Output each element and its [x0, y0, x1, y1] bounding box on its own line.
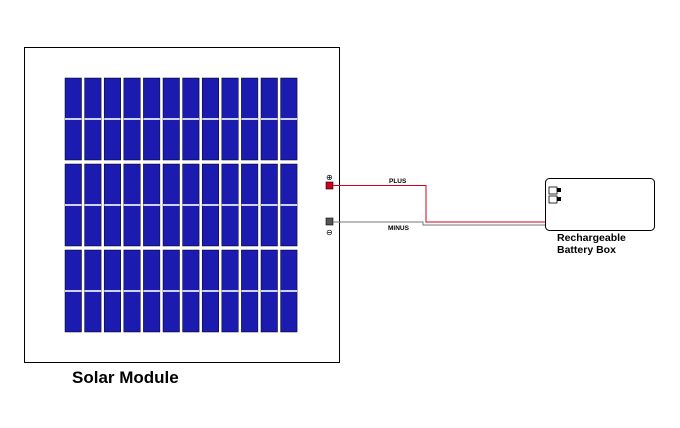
cell-divider: [65, 290, 82, 292]
cell-divider: [123, 118, 141, 120]
battery-label-line1: Rechargeable: [557, 232, 626, 244]
cell-divider: [261, 204, 278, 206]
cell-divider: [202, 118, 219, 120]
cell-divider: [182, 204, 200, 206]
cell-divider: [84, 204, 102, 206]
solar-cell-array: [64, 77, 298, 333]
minus-wire: [333, 221, 549, 226]
cell-divider: [143, 290, 160, 292]
cell-divider: [84, 290, 102, 292]
cell-divider: [202, 204, 219, 206]
cell-divider: [261, 290, 278, 292]
cell-divider: [163, 204, 180, 206]
cell-divider: [221, 204, 239, 206]
cell-divider: [123, 204, 141, 206]
cell-divider: [280, 290, 298, 292]
cell-divider: [104, 204, 121, 206]
cell-divider: [221, 290, 239, 292]
cell-divider: [241, 204, 258, 206]
cell-divider: [280, 118, 298, 120]
cell-divider: [261, 118, 278, 120]
cell-divider: [104, 118, 121, 120]
minus-wire-label: MINUS: [388, 225, 410, 232]
minus-terminal: [325, 217, 334, 226]
plus-terminal: [325, 181, 334, 190]
cell-divider: [163, 290, 180, 292]
cell-divider: [280, 204, 298, 206]
cell-divider: [84, 118, 102, 120]
battery-box-label: Rechargeable Battery Box: [557, 232, 626, 256]
solar-module-label: Solar Module: [72, 368, 179, 387]
plus-terminal-symbol: ⊕: [326, 173, 333, 182]
battery-connector-icon: [548, 186, 561, 204]
cell-divider: [163, 118, 180, 120]
cell-divider: [241, 118, 258, 120]
cell-divider: [143, 118, 160, 120]
cell-divider: [65, 204, 82, 206]
cell-divider: [221, 118, 239, 120]
cell-divider: [182, 290, 200, 292]
cell-divider: [202, 290, 219, 292]
minus-terminal-symbol: ⊖: [326, 228, 333, 237]
cell-divider: [182, 118, 200, 120]
cell-divider: [65, 118, 82, 120]
cell-divider: [143, 204, 160, 206]
plus-wire: [333, 185, 549, 223]
battery-label-line2: Battery Box: [557, 244, 616, 256]
cell-divider: [123, 290, 141, 292]
plus-wire-label: PLUS: [389, 178, 407, 185]
cell-divider: [104, 290, 121, 292]
cell-divider: [241, 290, 258, 292]
battery-box: [545, 178, 655, 231]
